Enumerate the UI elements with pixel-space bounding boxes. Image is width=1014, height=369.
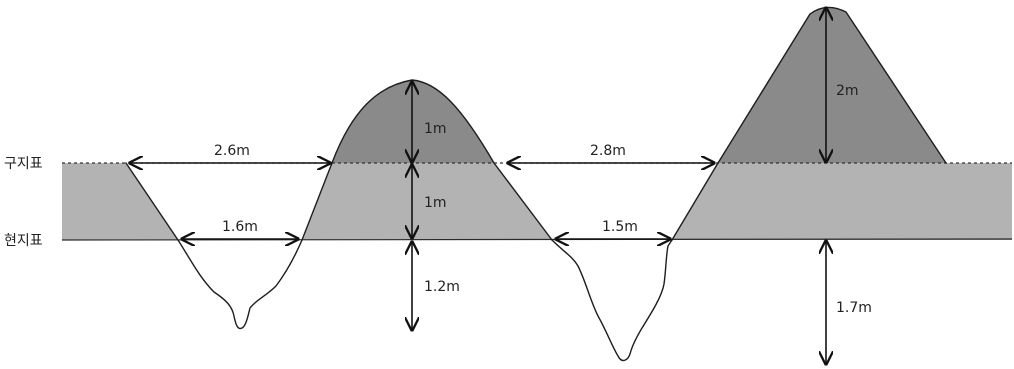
mound-2-height-label: 2m xyxy=(836,83,859,99)
gap-lower-right-label: 1.5m xyxy=(602,219,638,235)
mound-1-depth-label: 1.2m xyxy=(424,279,460,295)
original-surface-label: 구지표 xyxy=(4,156,43,172)
mound-1-middle-label: 1m xyxy=(424,195,447,211)
mound-1-upper-label: 1m xyxy=(424,121,447,137)
soil-band-middle xyxy=(302,163,552,240)
mound-2-cap xyxy=(718,7,946,164)
current-surface-label: 현지표 xyxy=(4,233,43,249)
mound-1-outline xyxy=(301,79,553,241)
ditch-1-outline xyxy=(125,162,303,330)
soil-band-right xyxy=(672,163,1012,240)
soil-band-left xyxy=(62,163,178,240)
gap-lower-left-label: 1.6m xyxy=(222,219,258,235)
ditch-2-outline xyxy=(551,239,673,362)
gap-upper-right-label: 2.8m xyxy=(590,143,626,159)
gap-upper-left-label: 2.6m xyxy=(214,143,250,159)
mound-1-cap xyxy=(332,80,494,163)
mound-2-depth-label: 1.7m xyxy=(836,300,872,316)
